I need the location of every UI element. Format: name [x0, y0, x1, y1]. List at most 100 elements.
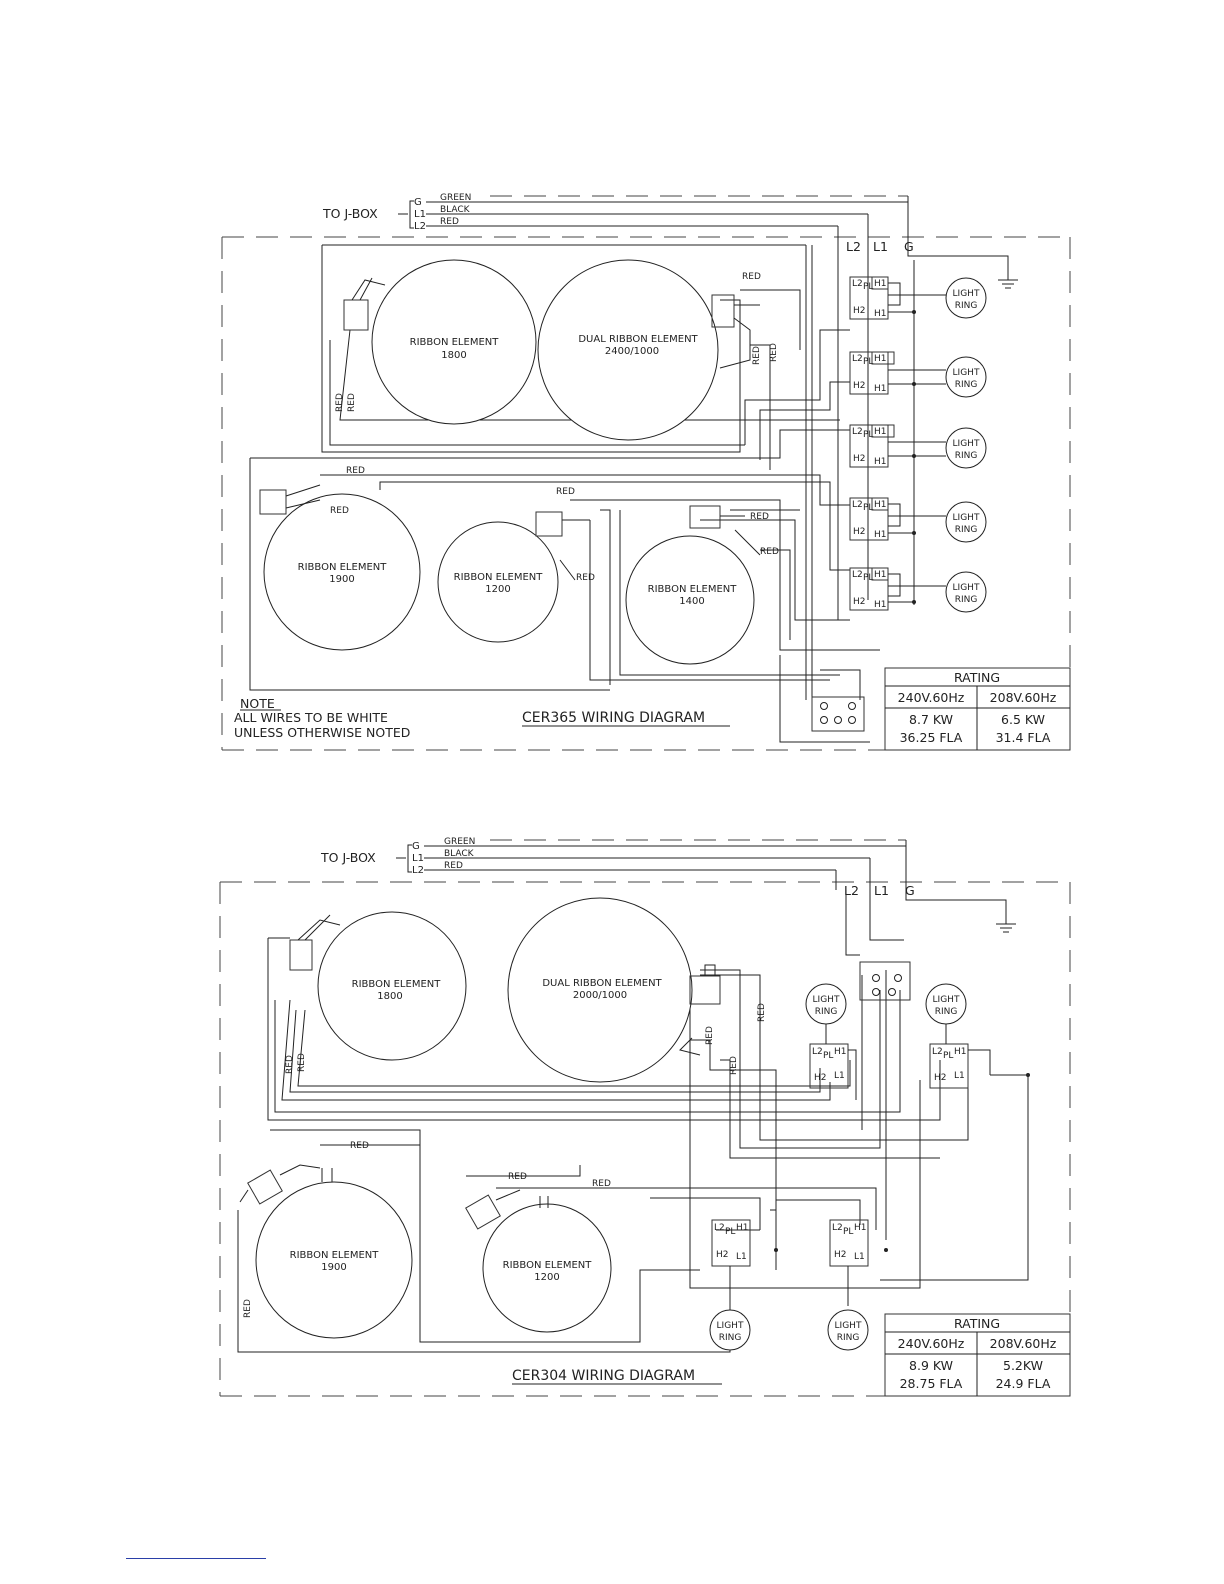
- wire-tag-red: RED: [752, 346, 762, 365]
- wire-tag-red: RED: [285, 1055, 295, 1074]
- terminal-block: [535, 511, 563, 537]
- rating-table: RATING 240V.60Hz 208V.60Hz 8.7 KW 36.25 …: [884, 667, 1071, 751]
- wire-tag-red: RED: [729, 1056, 739, 1075]
- conductor-g: G: [414, 197, 422, 208]
- light-ring: LIGHT RING: [945, 356, 987, 398]
- rating-col-240: 240V.60Hz: [898, 690, 965, 705]
- element-rating: 2400/1000: [605, 346, 659, 357]
- infinite-switch: L2 PL H1 H2 H1: [849, 276, 946, 320]
- conductor-g: G: [412, 841, 420, 852]
- svg-text:H2: H2: [716, 1250, 729, 1260]
- svg-text:H1: H1: [834, 1047, 847, 1057]
- conductor-l1: L1: [414, 209, 426, 220]
- rating-208-kw: 5.2KW: [1003, 1358, 1043, 1373]
- wire-tag-red: RED: [576, 573, 595, 583]
- svg-text:L2: L2: [852, 427, 863, 437]
- rating-col-208: 208V.60Hz: [990, 690, 1057, 705]
- light-ring: LIGHT RING: [827, 1309, 869, 1351]
- light-ring: LIGHT RING: [945, 571, 987, 613]
- svg-text:PL: PL: [863, 282, 873, 292]
- element-rating: 2000/1000: [573, 990, 627, 1001]
- wire-tag-red: RED: [760, 547, 779, 557]
- svg-text:LIGHT: LIGHT: [953, 513, 980, 523]
- svg-text:LIGHT: LIGHT: [813, 995, 840, 1005]
- svg-text:H1: H1: [874, 279, 887, 289]
- element-label: RIBBON ELEMENT: [298, 562, 388, 573]
- terminal-block-main: [811, 696, 865, 732]
- element-label: DUAL RIBBON ELEMENT: [578, 334, 698, 345]
- element-label: RIBBON ELEMENT: [503, 1260, 593, 1271]
- rating-240-kw: 8.9 KW: [909, 1358, 953, 1373]
- svg-text:LIGHT: LIGHT: [835, 1321, 862, 1331]
- rating-title: RATING: [954, 1316, 1000, 1331]
- svg-text:H2: H2: [853, 597, 866, 607]
- bus-l1: L1: [873, 239, 888, 254]
- element-label: DUAL RIBBON ELEMENT: [542, 978, 662, 989]
- svg-text:H2: H2: [853, 306, 866, 316]
- conductor-l2: L2: [414, 221, 426, 232]
- infinite-switch: L2 PL H1 H2 L1: [711, 1219, 751, 1306]
- note-line-2: UNLESS OTHERWISE NOTED: [234, 725, 410, 740]
- rating-240-kw: 8.7 KW: [909, 712, 953, 727]
- wire-tag-red: RED: [750, 512, 769, 522]
- svg-text:RING: RING: [815, 1007, 838, 1017]
- light-ring: LIGHT RING: [805, 983, 847, 1025]
- svg-text:PL: PL: [725, 1227, 735, 1237]
- ribbon-element-1200: RIBBON ELEMENT 1200: [465, 1189, 612, 1333]
- svg-text:L2: L2: [832, 1223, 843, 1233]
- wire-tag-red: RED: [243, 1299, 253, 1318]
- svg-text:L2: L2: [852, 500, 863, 510]
- dual-ribbon-element-2000-1000: DUAL RIBBON ELEMENT 2000/1000: [507, 897, 721, 1083]
- element-rating: 1900: [321, 1262, 346, 1273]
- element-rating: 1200: [485, 584, 510, 595]
- ribbon-element-1900: RIBBON ELEMENT 1900: [259, 484, 421, 651]
- wire-black: BLACK: [444, 849, 475, 859]
- element-label: RIBBON ELEMENT: [290, 1250, 380, 1261]
- diagram-title: CER304 WIRING DIAGRAM: [512, 1368, 695, 1384]
- element-label: RIBBON ELEMENT: [648, 584, 738, 595]
- svg-text:L1: L1: [954, 1071, 965, 1081]
- infinite-switch: L2 PL H1 H2 H1: [849, 567, 946, 611]
- element-rating: 1800: [377, 991, 402, 1002]
- svg-text:RING: RING: [955, 380, 978, 390]
- wire-green: GREEN: [444, 837, 475, 847]
- wire-tag-red: RED: [297, 1053, 307, 1072]
- svg-text:RING: RING: [837, 1333, 860, 1343]
- bus-g: G: [904, 239, 914, 254]
- jbox-connection: TO J-BOX G L1 L2 GREEN BLACK RED: [322, 193, 1018, 620]
- ribbon-element-1800: RIBBON ELEMENT 1800: [289, 911, 467, 1061]
- svg-text:LIGHT: LIGHT: [953, 439, 980, 449]
- switch-group-cer304: LIGHT RING L2 PL H1 H2 L1 LIGHT RING L2 …: [709, 983, 1030, 1351]
- wire-tag-red: RED: [742, 272, 761, 282]
- ribbon-element-1200: RIBBON ELEMENT 1200: [437, 511, 590, 643]
- terminal-block: [247, 1169, 283, 1205]
- svg-text:L2: L2: [812, 1047, 823, 1057]
- switch-group-cer365: L2 PL H1 H2 H1 LIGHT RING L2 PL H1 H2 H1: [849, 260, 987, 613]
- svg-text:RING: RING: [955, 451, 978, 461]
- svg-text:PL: PL: [823, 1051, 833, 1061]
- svg-text:LIGHT: LIGHT: [953, 368, 980, 378]
- svg-text:H1: H1: [874, 354, 887, 364]
- light-ring: LIGHT RING: [925, 983, 967, 1025]
- wire-tag-red: RED: [556, 487, 575, 497]
- svg-text:PL: PL: [863, 503, 873, 513]
- svg-text:L1: L1: [736, 1252, 747, 1262]
- bus-g: G: [905, 883, 915, 898]
- wiring-harness: [237, 937, 1029, 1353]
- note-line-1: ALL WIRES TO BE WHITE: [234, 710, 388, 725]
- svg-text:H1: H1: [874, 500, 887, 510]
- svg-text:PL: PL: [863, 430, 873, 440]
- element-rating: 1800: [441, 350, 466, 361]
- light-ring: LIGHT RING: [945, 277, 987, 319]
- wire-black: BLACK: [440, 205, 471, 215]
- svg-text:L2: L2: [932, 1047, 943, 1057]
- rating-208-fla: 31.4 FLA: [996, 730, 1051, 745]
- jbox-connection: TO J-BOX G L1 L2 GREEN BLACK RED: [320, 837, 1016, 956]
- terminal-block: [711, 294, 735, 328]
- svg-text:RING: RING: [955, 595, 978, 605]
- element-label: RIBBON ELEMENT: [352, 979, 442, 990]
- svg-text:H1: H1: [954, 1047, 967, 1057]
- element-label: RIBBON ELEMENT: [410, 337, 500, 348]
- svg-text:PL: PL: [863, 357, 873, 367]
